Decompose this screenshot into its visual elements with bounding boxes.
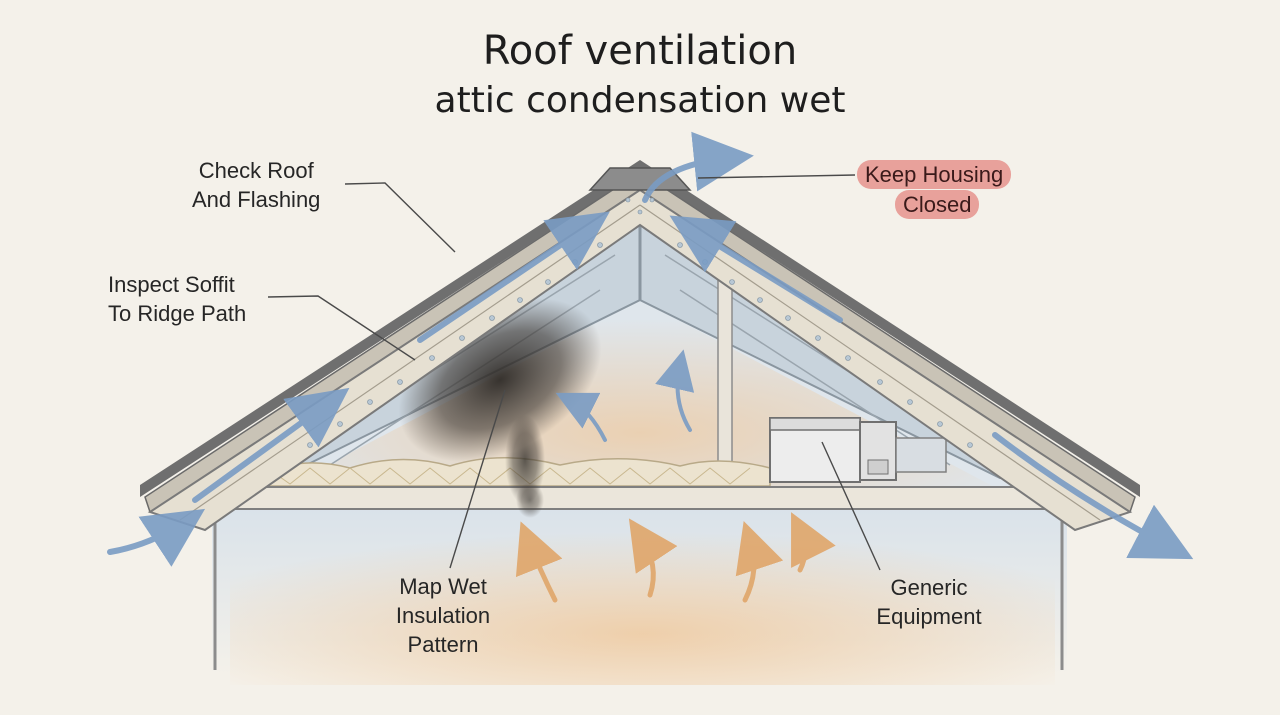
callout-keep-housing: Keep Housing — [857, 160, 1012, 189]
leader-keep-housing — [697, 174, 856, 179]
diagram-title: Roof ventilation — [482, 28, 798, 74]
interior-rise-arrow-2 — [555, 392, 607, 442]
right-exhaust-arrow — [992, 432, 1194, 560]
callout-map-wet: Map Wet Insulation Pattern — [395, 574, 491, 657]
diagram-subtitle: attic condensation wet — [434, 80, 846, 121]
ridge-exhaust-arrow — [642, 131, 754, 203]
left-rafter-arrow-upper — [417, 211, 610, 343]
callout-keep-housing-closed: Closed — [895, 190, 980, 219]
interior-rise-arrow — [655, 349, 695, 432]
warm-moisture-arrows — [515, 512, 836, 603]
callout-leaders — [267, 174, 881, 571]
leader-generic-equipment — [821, 441, 881, 571]
callout-keep-housing-line1: Keep Housing — [857, 160, 1012, 189]
callout-check-roof: Check Roof And Flashing — [192, 158, 321, 212]
airflow-arrows — [107, 131, 1194, 567]
leader-map-wet — [449, 389, 506, 569]
ceiling-joist — [211, 486, 1068, 510]
equipment-unit — [769, 417, 947, 483]
soffit-intake-arrow — [107, 508, 206, 567]
attic-interior — [200, 185, 1080, 490]
callout-keep-housing-line2: Closed — [895, 190, 980, 219]
right-rafter-arrow-up — [669, 215, 843, 323]
leader-check-roof — [344, 182, 456, 253]
callout-inspect-soffit: Inspect Soffit To Ridge Path — [108, 272, 247, 326]
callout-generic-equipment: Generic Equipment — [876, 575, 982, 629]
leader-inspect-soffit — [267, 295, 416, 361]
left-rafter-arrow-lower — [192, 387, 350, 503]
